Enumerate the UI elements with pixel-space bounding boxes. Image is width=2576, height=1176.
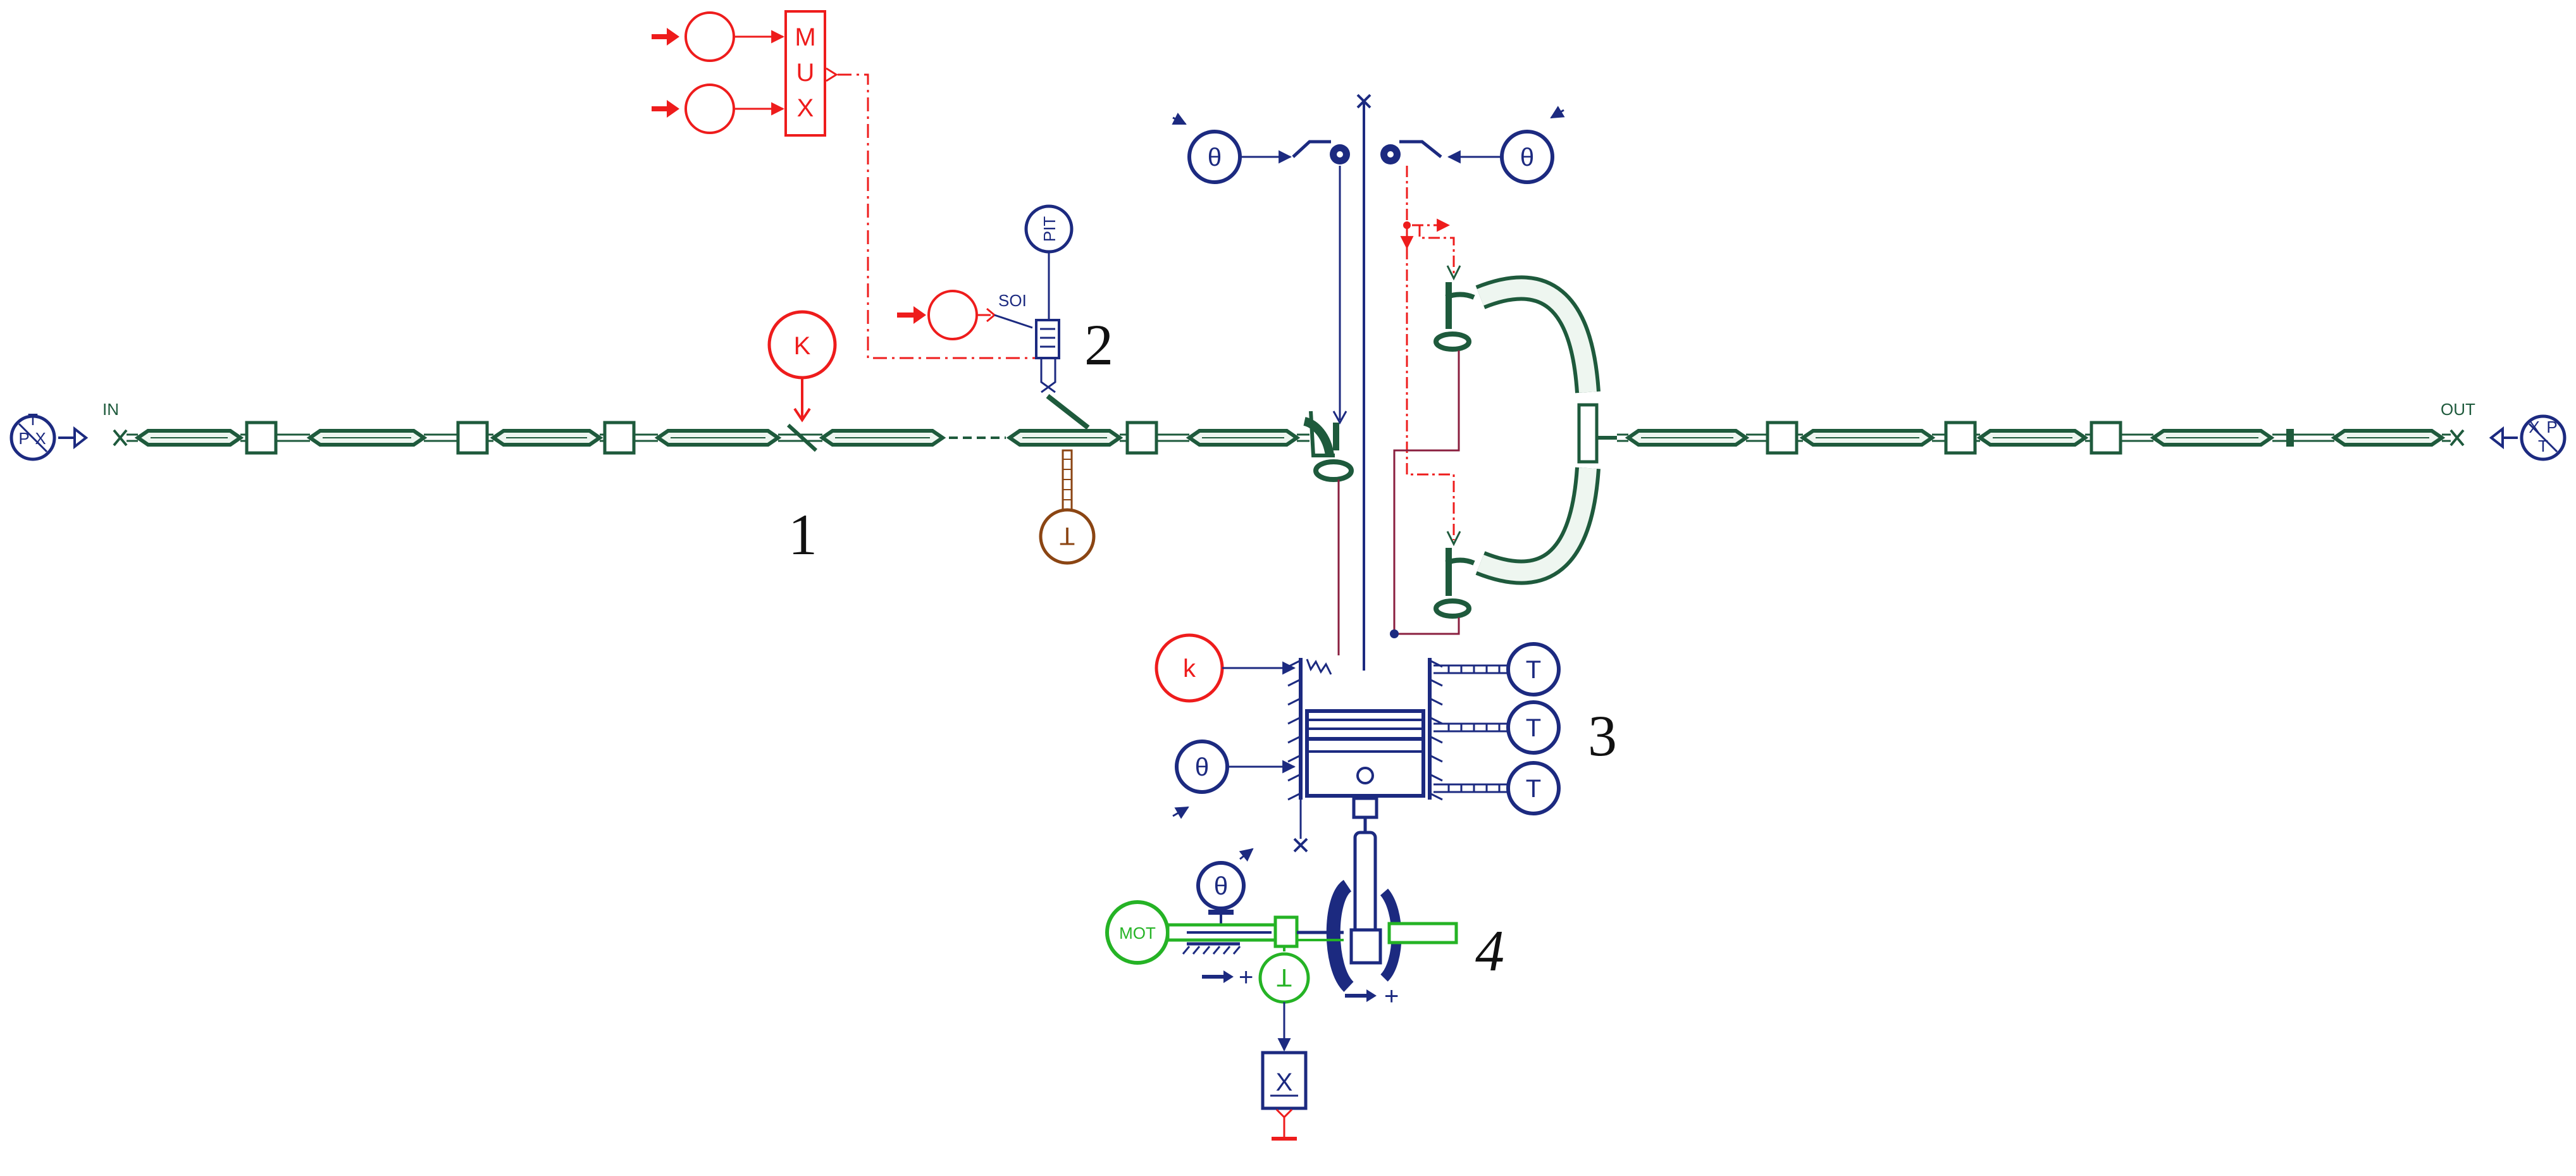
injector-body-icon <box>1035 319 1060 359</box>
piston-head-icon <box>1305 709 1425 741</box>
callout-3: 3 <box>1588 703 1617 768</box>
dyno-angle-label: θ <box>1214 872 1228 900</box>
throttle-k-sensor[interactable]: K <box>767 310 837 423</box>
piston-temperature[interactable]: T <box>1434 761 1561 815</box>
intake-port[interactable] <box>1303 411 1354 482</box>
mux-letter-u: U <box>796 59 815 87</box>
cylinder-angle-label: θ <box>1195 753 1209 781</box>
intake-junction-1[interactable] <box>245 421 278 455</box>
soi-label: SOI <box>998 291 1027 310</box>
piston-temperature-label: T <box>1526 775 1541 803</box>
control-input-bottom[interactable] <box>652 84 785 134</box>
exhaust-orifice[interactable] <box>2286 429 2294 447</box>
pit-label: PIT <box>1040 216 1059 242</box>
throttle-k-label: K <box>794 332 811 360</box>
exhaust-outlet-connector <box>2449 429 2465 447</box>
cylinder-angle[interactable]: θ <box>1172 740 1296 819</box>
callout-2: 2 <box>1084 313 1113 377</box>
motor-plus-sign: + <box>1239 963 1253 991</box>
crank-web-icon <box>1326 879 1354 993</box>
mux-letter-x: X <box>797 94 814 122</box>
intake-cam-angle-label: θ <box>1208 144 1222 171</box>
exhaust-pipe-system <box>1617 421 2465 455</box>
liner-temperature[interactable]: T <box>1434 700 1561 755</box>
inlet-label: IN <box>102 400 119 419</box>
exhaust-port-1[interactable] <box>1434 282 1475 352</box>
intake-junction-3[interactable] <box>603 421 636 455</box>
pipe-wall-temperature[interactable]: T <box>1039 449 1096 565</box>
crank-output-shaft-icon <box>1387 922 1458 944</box>
cylinder-wiring <box>1337 350 1460 655</box>
intake-junction-2[interactable] <box>456 421 489 455</box>
motor-label: MOT <box>1119 924 1156 943</box>
inlet-boundary[interactable]: T P X <box>9 410 89 461</box>
intake-inlet-connector <box>113 429 128 447</box>
pipe-wall-temp-label: T <box>1060 522 1075 550</box>
torque-sensor[interactable]: T <box>1258 952 1310 1052</box>
exhaust-junction-2[interactable] <box>1944 421 1977 455</box>
intake-pipe-system <box>113 421 1310 455</box>
outlet-symbol-x: X <box>2529 418 2539 436</box>
outlet-boundary[interactable]: X P T <box>2489 414 2567 461</box>
coupling-icon <box>1273 915 1299 948</box>
signal-sink-label: X <box>1276 1068 1293 1096</box>
motor-block[interactable]: MOT <box>1105 900 1170 965</box>
cylinder[interactable]: k T T T <box>1155 633 1561 853</box>
outlet-symbol-p: P <box>2546 418 2557 436</box>
fuel-injector[interactable]: SOI PIT <box>897 204 1090 430</box>
control-input-top[interactable] <box>652 11 785 62</box>
outlet-symbol-t: T <box>2538 436 2548 455</box>
valve-actuation: θ θ <box>1172 94 1565 671</box>
crank-train[interactable]: + <box>1326 817 1458 1010</box>
outlet-label: OUT <box>2441 400 2475 419</box>
pit-sensor[interactable]: PIT <box>1024 204 1074 323</box>
intake-cam-angle[interactable]: θ <box>1172 113 1292 184</box>
dyno-angle-sensor[interactable]: θ <box>1196 848 1254 924</box>
exhaust-ports[interactable] <box>1434 275 1617 619</box>
signal-sink[interactable]: X <box>1261 1051 1308 1141</box>
soi-input[interactable] <box>897 290 1033 340</box>
inlet-symbol-t: T <box>28 410 38 429</box>
combustion-k-label: k <box>1183 655 1196 683</box>
callout-4: 4 <box>1475 919 1504 983</box>
throttle-valve-icon <box>786 423 818 452</box>
mux-controls: M U X <box>652 10 1039 359</box>
head-temperature[interactable]: T <box>1434 642 1561 696</box>
exhaust-cam-angle[interactable]: θ <box>1447 106 1565 184</box>
combustion-k-input[interactable]: k <box>1155 633 1296 703</box>
exhaust-junction-3[interactable] <box>2090 421 2122 455</box>
inlet-symbol-p: P <box>18 429 29 448</box>
mux-letter-m: M <box>795 23 815 51</box>
exhaust-junction-1[interactable] <box>1766 421 1799 455</box>
intake-port-icon <box>1313 459 1354 482</box>
head-temperature-label: T <box>1526 656 1541 684</box>
mux-block[interactable]: M U X <box>784 10 838 137</box>
exhaust-cam-angle-label: θ <box>1520 144 1534 171</box>
intake-junction-4[interactable] <box>1125 421 1158 455</box>
motor-dyno[interactable]: θ MOT + T X <box>1105 848 1344 1141</box>
inlet-symbol-x: X <box>35 429 46 448</box>
crank-plus-sign: + <box>1384 982 1399 1010</box>
callout-1: 1 <box>788 502 817 567</box>
exhaust-port-2[interactable] <box>1434 548 1475 619</box>
torque-label: T <box>1277 963 1292 991</box>
liner-temperature-label: T <box>1526 714 1541 742</box>
